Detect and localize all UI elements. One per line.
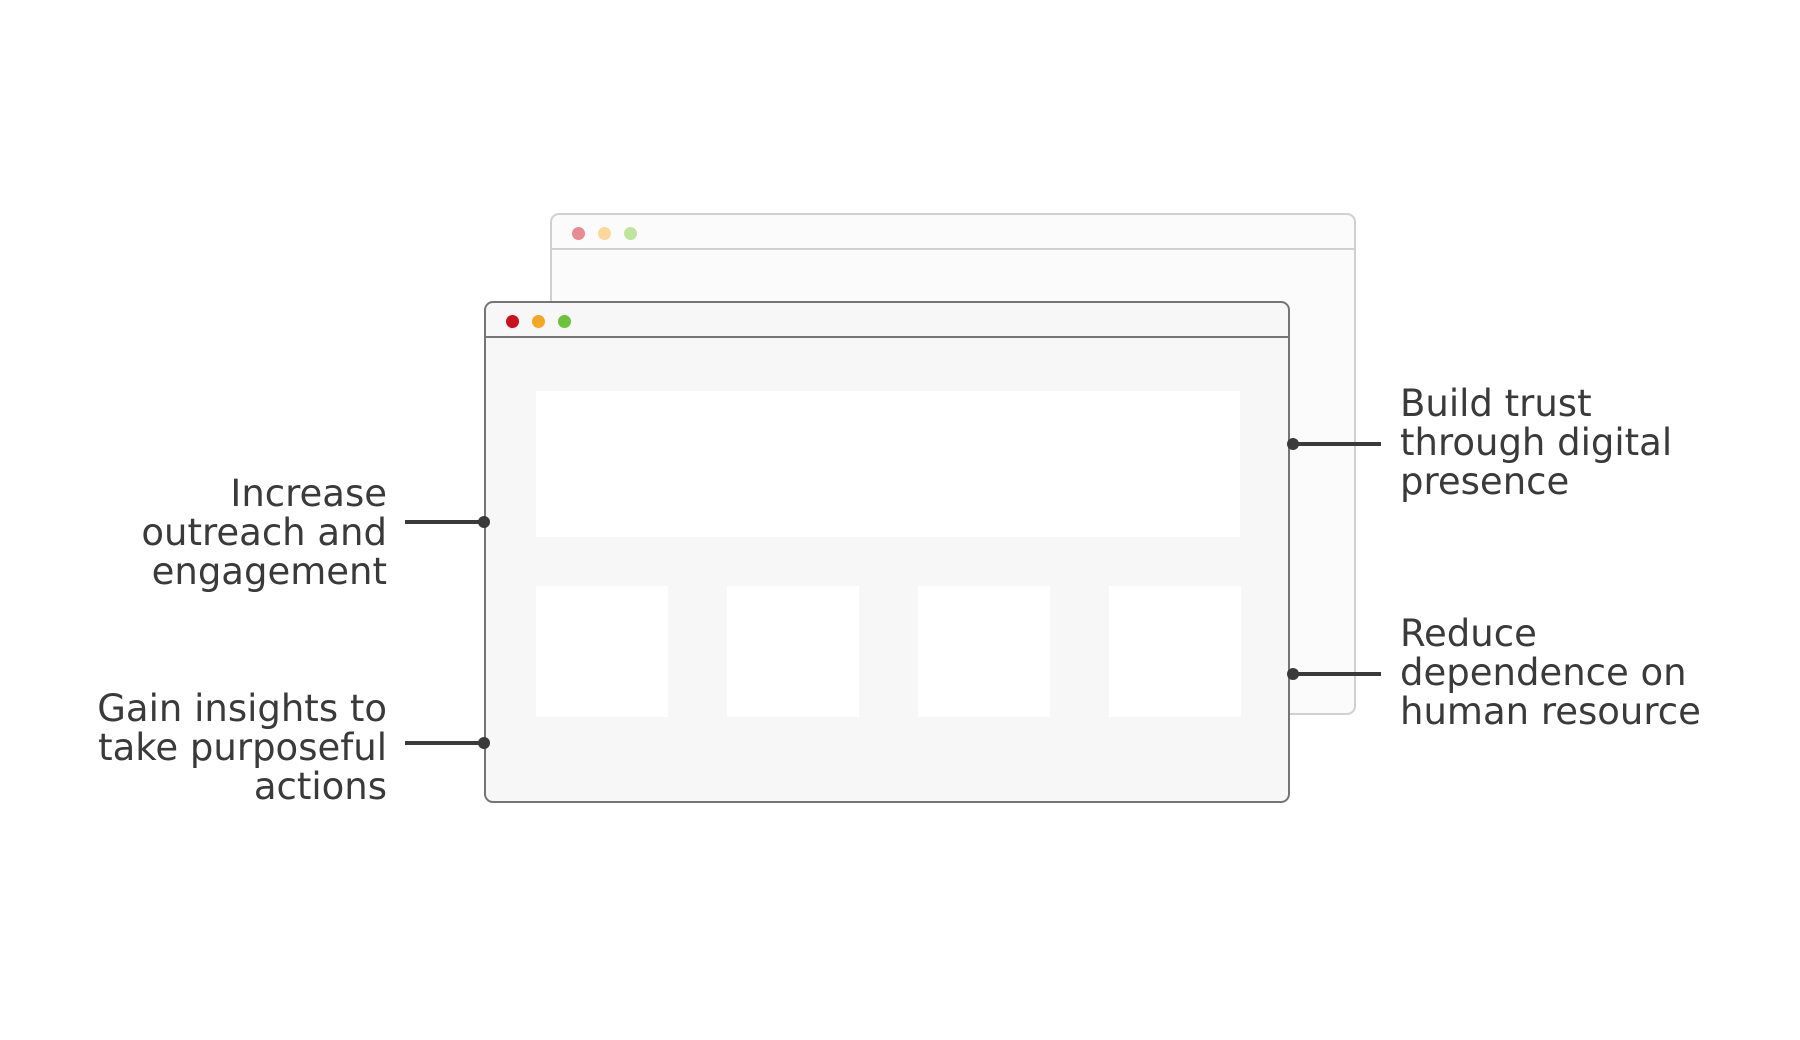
maximize-dot-icon xyxy=(558,315,571,328)
connector-dot-icon xyxy=(478,516,490,528)
connector-left-bottom xyxy=(405,737,490,749)
callout-build-trust: Build trust through digital presence xyxy=(1400,382,1673,503)
connector-dot-icon xyxy=(478,737,490,749)
callout-gain-insights: Gain insights to take purposeful actions xyxy=(97,687,387,808)
connector-dot-icon xyxy=(1287,668,1299,680)
content-card-placeholder xyxy=(1109,586,1241,717)
hero-banner-placeholder xyxy=(536,391,1240,537)
close-dot-icon xyxy=(572,227,585,240)
connector-right-bottom xyxy=(1287,668,1381,680)
close-dot-icon xyxy=(506,315,519,328)
connector-right-top xyxy=(1287,438,1381,450)
content-card-placeholder xyxy=(536,586,668,717)
connector-dot-icon xyxy=(1287,438,1299,450)
foreground-browser-window xyxy=(484,301,1290,803)
maximize-dot-icon xyxy=(624,227,637,240)
foreground-window-titlebar xyxy=(486,303,1288,338)
content-card-placeholder xyxy=(918,586,1050,717)
background-window-titlebar xyxy=(552,215,1354,250)
callout-reduce-dependence: Reduce dependence on human resource xyxy=(1400,612,1701,733)
content-card-placeholder xyxy=(727,586,859,717)
connector-left-top xyxy=(405,516,490,528)
minimize-dot-icon xyxy=(532,315,545,328)
minimize-dot-icon xyxy=(598,227,611,240)
callout-increase-outreach: Increase outreach and engagement xyxy=(141,472,387,593)
